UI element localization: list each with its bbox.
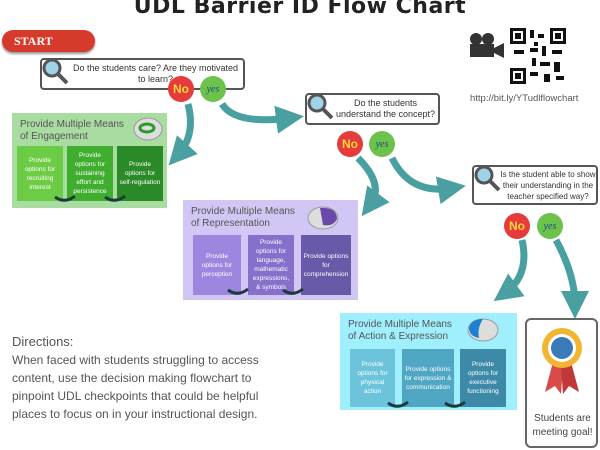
arrow-q3-no: [493, 239, 528, 302]
goal-text: Students are meeting goal!: [532, 413, 593, 438]
question-understanding: Do the students understand the concept?: [305, 93, 440, 125]
checkpoint-cell: Provide options for comprehension: [301, 235, 351, 295]
arrow-q3-yes: [552, 238, 589, 319]
video-camera-icon: [470, 33, 504, 58]
checkpoint-cell: Provide options for recruiting interest: [17, 146, 63, 201]
brain-icon: [467, 318, 499, 342]
brain-icon: [307, 206, 339, 230]
panel-title: Provide Multiple Means of Representation: [191, 206, 295, 229]
no-badge: No: [504, 213, 530, 239]
magnifier-icon: [307, 93, 334, 120]
arrow-q1-no: [168, 103, 198, 166]
checkpoint-cell: Provide options for self-regulation: [117, 146, 163, 201]
panel-title: Provide Multiple Means of Action & Expre…: [348, 319, 452, 342]
question-text: Is the student able to show their unders…: [500, 169, 596, 201]
checkpoint-cell: Provide options for sustaining effort an…: [67, 146, 113, 201]
short-link[interactable]: http://bit.ly/YTudlflowchart: [470, 93, 579, 104]
panel-representation: Provide Multiple Means of Representation…: [183, 200, 358, 300]
page-title: UDL Barrier ID Flow Chart: [133, 0, 467, 19]
arrow-q2-yes: [388, 156, 466, 205]
question-text: Do the students understand the concept?: [335, 98, 436, 119]
qr-code[interactable]: [510, 28, 566, 84]
arrow-q1-yes: [219, 101, 304, 134]
yes-badge: yes: [369, 131, 395, 157]
yes-badge: yes: [200, 76, 226, 102]
no-badge: No: [168, 76, 194, 102]
magnifier-icon: [474, 165, 501, 192]
yes-badge: yes: [537, 213, 563, 239]
panel-engagement: Provide Multiple Means of Engagement Pro…: [12, 113, 167, 208]
award-ribbon-icon: [542, 328, 582, 394]
question-demonstration: Is the student able to show their unders…: [472, 165, 598, 205]
magnifier-icon: [42, 58, 69, 85]
directions-body: When faced with students struggling to a…: [12, 353, 259, 421]
panel-action-expression: Provide Multiple Means of Action & Expre…: [340, 313, 517, 410]
checkpoint-cell: Provide options for perception: [193, 235, 241, 295]
arrow-q2-no: [355, 155, 390, 217]
question-text: Do the students care? Are they motivated…: [72, 63, 239, 84]
panel-title: Provide Multiple Means of Engagement: [20, 119, 124, 142]
directions-heading: Directions:: [12, 334, 74, 349]
directions: Directions: When faced with students str…: [12, 333, 262, 423]
start-button[interactable]: START: [2, 30, 95, 52]
goal-card: Students are meeting goal!: [525, 318, 598, 448]
checkpoint-cell: Provide options for expression & communi…: [402, 349, 454, 407]
no-badge: No: [337, 131, 363, 157]
checkpoint-cell: Provide options for physical action: [350, 349, 395, 407]
checkpoint-cell: Provide options for executive functionin…: [460, 349, 506, 407]
brain-icon: [133, 117, 163, 141]
checkpoint-cell: Provide options for language, mathematic…: [248, 235, 294, 295]
